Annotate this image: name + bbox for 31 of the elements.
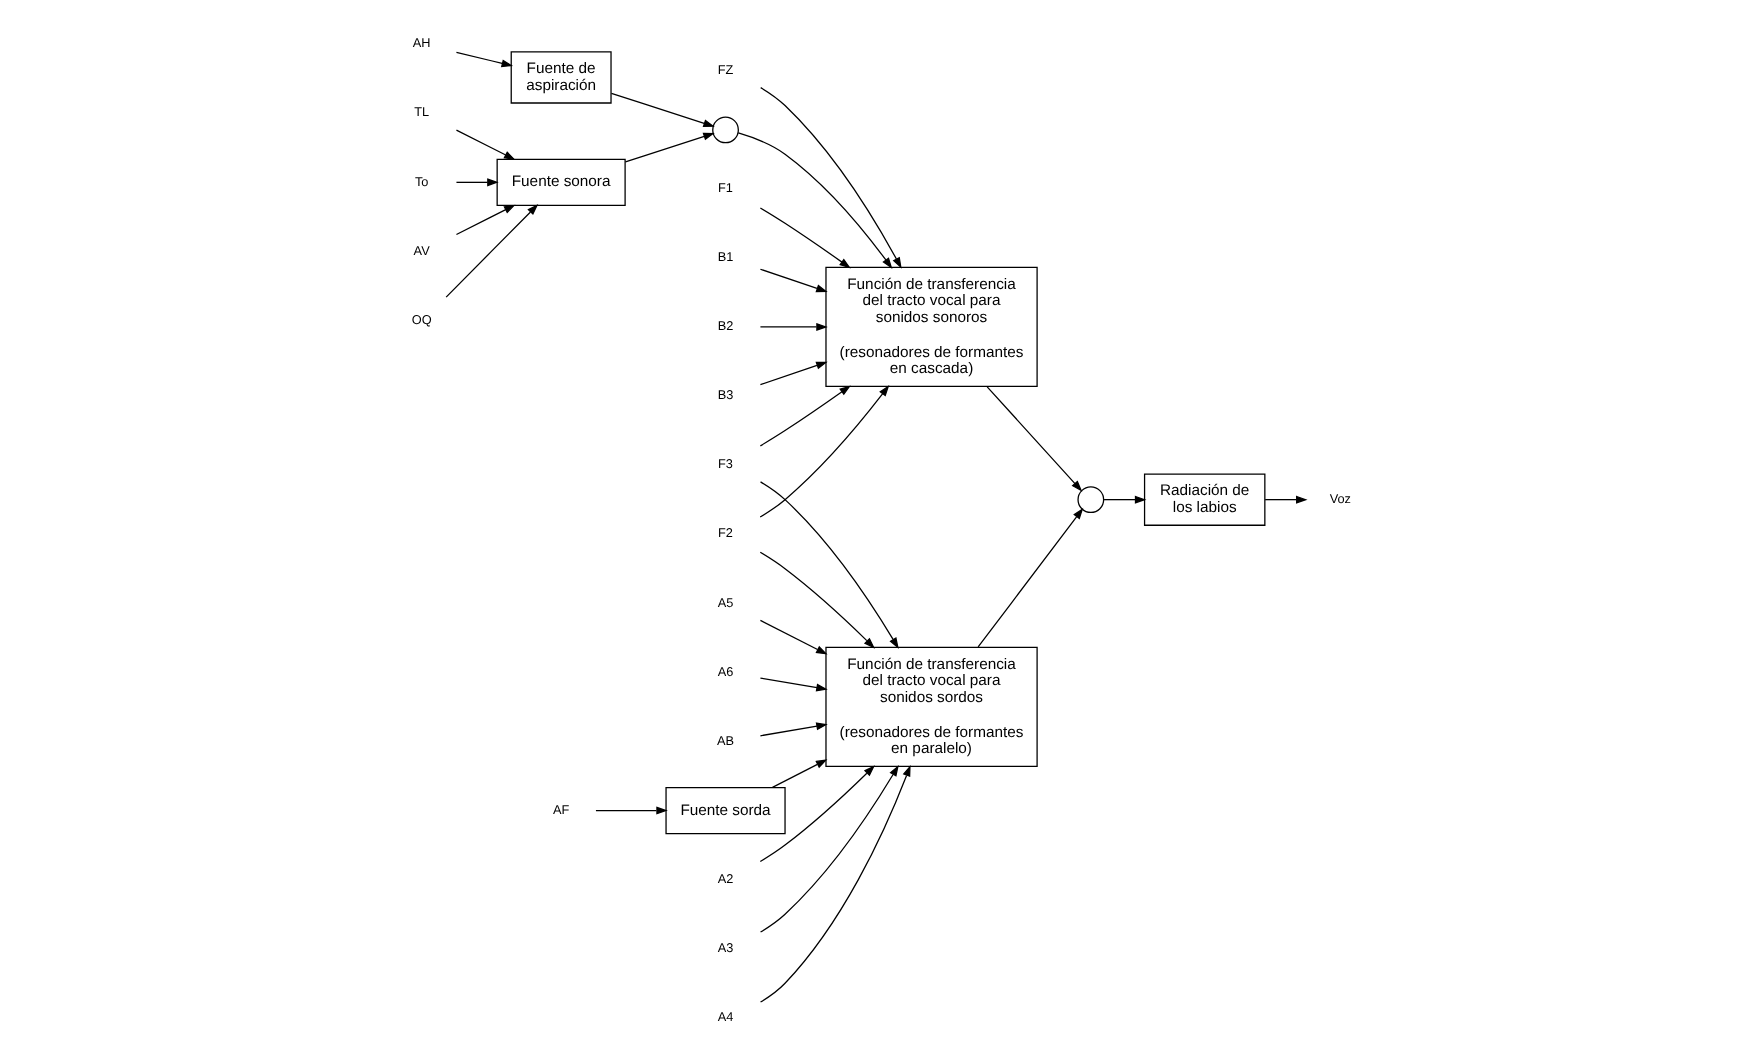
- arrow: [759, 361, 828, 386]
- arrow: [759, 764, 899, 933]
- arrow: [759, 322, 828, 331]
- arrow: [1264, 495, 1308, 504]
- arrow: [455, 178, 499, 187]
- arrow: [455, 129, 516, 160]
- arrow: [977, 507, 1084, 648]
- arrow: [595, 806, 668, 815]
- arrow: [737, 132, 893, 269]
- arrow: [759, 268, 828, 293]
- arrow: [759, 481, 899, 649]
- arrow: [1103, 495, 1147, 504]
- arrow: [445, 204, 539, 298]
- arrow: [455, 204, 516, 236]
- arrow: [759, 384, 890, 518]
- arrow: [759, 207, 851, 269]
- arrow: [759, 722, 828, 737]
- arrow: [759, 765, 875, 863]
- arrow: [771, 759, 828, 788]
- arrow: [455, 51, 514, 68]
- arrow: [759, 764, 911, 1003]
- node-circle: [1077, 486, 1105, 514]
- arrow: [986, 386, 1083, 492]
- node-circle: [712, 116, 739, 144]
- arrow: [624, 132, 715, 163]
- arrow: [759, 385, 851, 447]
- arrow: [759, 677, 828, 692]
- arrow: [759, 619, 828, 655]
- arrow: [759, 551, 875, 649]
- arrow: [760, 87, 902, 269]
- arrow: [610, 92, 715, 128]
